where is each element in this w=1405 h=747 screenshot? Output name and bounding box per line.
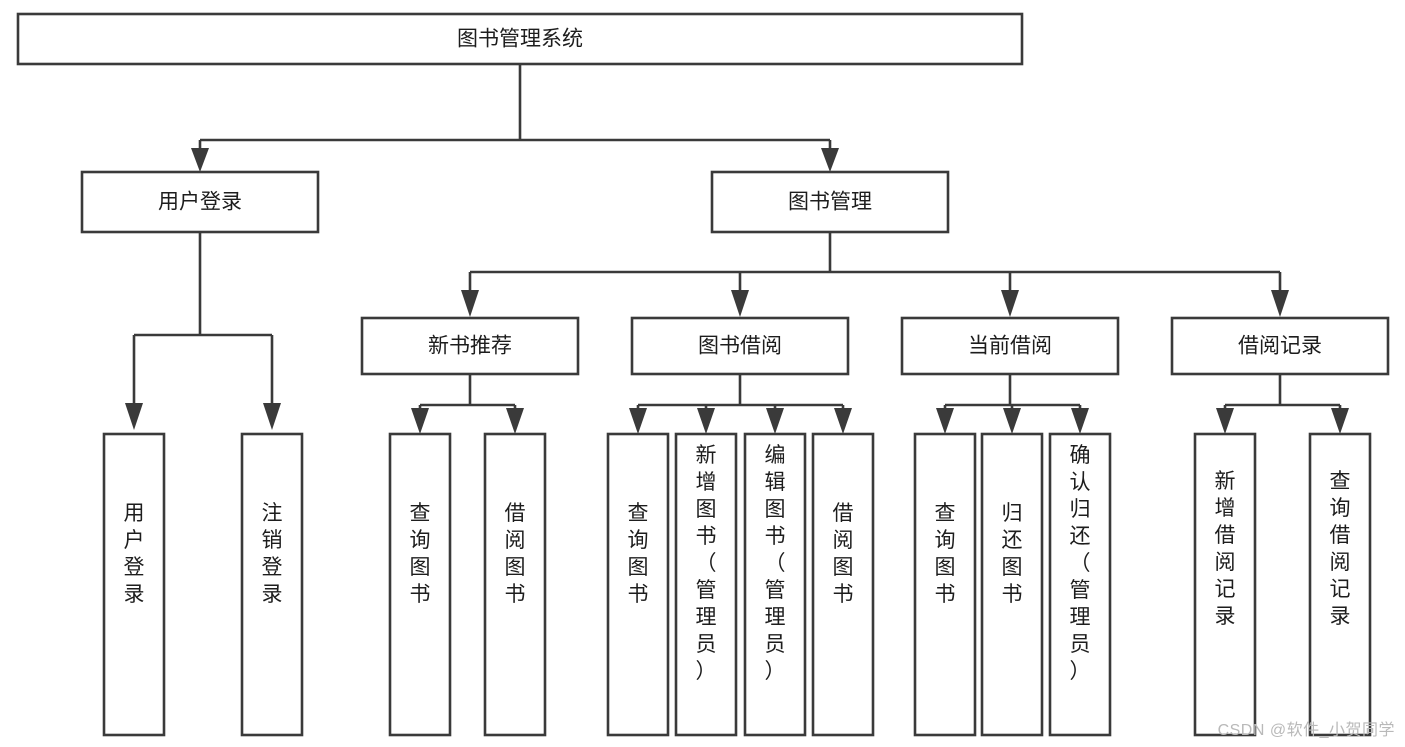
node-leaf-return-book-box[interactable]	[980, 432, 1044, 737]
connector-group-book-borrow-to-leaves	[629, 374, 852, 434]
arrow-head-book-borrow	[731, 290, 749, 317]
node-current-borrow[interactable]: 当前借阅	[900, 316, 1120, 376]
node-leaf-confirm-return-box[interactable]	[1048, 432, 1112, 737]
node-leaf-borrow-book-2-label: 借阅图书	[833, 502, 854, 606]
arrow-head-leaf-logout	[263, 403, 281, 430]
node-leaf-query-book-2[interactable]: 查询图书	[606, 432, 670, 737]
arrow-head-leaf-borrow-book-2	[834, 408, 852, 434]
node-borrow-record[interactable]: 借阅记录	[1170, 316, 1390, 376]
node-leaf-return-book-label: 归还图书	[1002, 502, 1023, 606]
node-book-manage-label: 图书管理	[788, 191, 872, 214]
arrow-head-leaf-query-book-1	[411, 408, 429, 434]
node-leaf-query-book-1-label: 查询图书	[410, 502, 431, 606]
node-new-book-rec-label: 新书推荐	[428, 335, 512, 358]
arrow-head-user-login	[191, 148, 209, 172]
node-leaf-confirm-return-label: 确认归还（管理员）	[1070, 444, 1091, 683]
arrow-head-leaf-edit-book	[766, 408, 784, 434]
node-root-box[interactable]	[16, 12, 1024, 66]
node-leaf-add-book[interactable]: 新增图书（管理员）	[674, 432, 738, 737]
arrow-head-leaf-confirm-return	[1071, 408, 1089, 434]
node-book-borrow[interactable]: 图书借阅	[630, 316, 850, 376]
node-leaf-query-record-label: 查询借阅记录	[1330, 470, 1351, 628]
node-leaf-add-book-label: 新增图书（管理员）	[696, 444, 717, 683]
node-leaf-add-book-box[interactable]	[674, 432, 738, 737]
node-leaf-user-login-box[interactable]	[102, 432, 166, 737]
connector-group-current-borrow-to-leaves	[936, 374, 1089, 434]
node-root-label: 图书管理系统	[457, 28, 583, 51]
node-book-borrow-box[interactable]	[630, 316, 850, 376]
node-leaf-return-book[interactable]: 归还图书	[980, 432, 1044, 737]
node-leaf-edit-book-label: 编辑图书（管理员）	[765, 444, 786, 683]
node-leaf-edit-book[interactable]: 编辑图书（管理员）	[743, 432, 807, 737]
arrow-head-current-borrow	[1001, 290, 1019, 317]
node-leaf-add-record-box[interactable]	[1193, 432, 1257, 737]
node-current-borrow-label: 当前借阅	[968, 335, 1052, 358]
node-borrow-record-label: 借阅记录	[1238, 335, 1322, 358]
node-book-manage-box[interactable]	[710, 170, 950, 234]
node-book-manage[interactable]: 图书管理	[710, 170, 950, 234]
node-leaf-logout-box[interactable]	[240, 432, 304, 737]
node-leaf-query-book-3-box[interactable]	[913, 432, 977, 737]
node-book-borrow-label: 图书借阅	[698, 335, 782, 358]
node-user-login[interactable]: 用户登录	[80, 170, 320, 234]
arrow-head-leaf-query-book-3	[936, 408, 954, 434]
node-current-borrow-box[interactable]	[900, 316, 1120, 376]
node-new-book-rec[interactable]: 新书推荐	[360, 316, 580, 376]
arrow-head-book-manage	[821, 148, 839, 172]
arrow-head-leaf-query-record	[1331, 408, 1349, 434]
node-leaf-confirm-return[interactable]: 确认归还（管理员）	[1048, 432, 1112, 737]
node-root[interactable]: 图书管理系统	[16, 12, 1024, 66]
arrow-head-leaf-return-book	[1003, 408, 1021, 434]
connector-group-user-login-to-leaves	[125, 232, 281, 430]
arrow-head-leaf-add-book	[697, 408, 715, 434]
csdn-watermark: CSDN @软件_小贺同学	[1217, 722, 1395, 739]
node-new-book-rec-box[interactable]	[360, 316, 580, 376]
arrow-head-leaf-query-book-2	[629, 408, 647, 434]
connector-group-book-manage-to-level3	[461, 232, 1289, 317]
node-leaf-edit-book-box[interactable]	[743, 432, 807, 737]
node-leaf-logout-label: 注销登录	[262, 502, 283, 606]
node-leaf-user-login-label: 用户登录	[124, 502, 145, 606]
arrow-head-borrow-record	[1271, 290, 1289, 317]
node-leaf-borrow-book-2-box[interactable]	[811, 432, 875, 737]
node-leaf-query-book-1-box[interactable]	[388, 432, 452, 737]
node-leaf-query-record-box[interactable]	[1308, 432, 1372, 737]
node-leaf-query-book-3-label: 查询图书	[935, 502, 956, 606]
arrow-head-leaf-add-record	[1216, 408, 1234, 434]
node-leaf-query-book-3[interactable]: 查询图书	[913, 432, 977, 737]
node-leaf-add-record-label: 新增借阅记录	[1215, 470, 1236, 628]
node-user-login-box[interactable]	[80, 170, 320, 234]
arrow-head-leaf-borrow-book-1	[506, 408, 524, 434]
node-borrow-record-box[interactable]	[1170, 316, 1390, 376]
arrow-head-leaf-user-login	[125, 403, 143, 430]
node-leaf-query-book-2-label: 查询图书	[628, 502, 649, 606]
node-leaf-borrow-book-1[interactable]: 借阅图书	[483, 432, 547, 737]
node-leaf-borrow-book-1-label: 借阅图书	[505, 502, 526, 606]
connector-group-new-book-rec-to-leaves	[411, 374, 524, 434]
node-leaf-borrow-book-2[interactable]: 借阅图书	[811, 432, 875, 737]
node-user-login-label: 用户登录	[158, 191, 242, 214]
node-leaf-borrow-book-1-box[interactable]	[483, 432, 547, 737]
node-leaf-query-book-2-box[interactable]	[606, 432, 670, 737]
node-leaf-query-record[interactable]: 查询借阅记录	[1308, 432, 1372, 737]
connector-group-borrow-record-to-leaves	[1216, 374, 1349, 434]
connector-group-root-to-level2	[191, 64, 839, 172]
node-leaf-add-record[interactable]: 新增借阅记录	[1193, 432, 1257, 737]
node-leaf-logout[interactable]: 注销登录	[240, 432, 304, 737]
node-leaf-query-book-1[interactable]: 查询图书	[388, 432, 452, 737]
arrow-head-new-book-rec	[461, 290, 479, 317]
node-leaf-user-login[interactable]: 用户登录	[102, 432, 166, 737]
